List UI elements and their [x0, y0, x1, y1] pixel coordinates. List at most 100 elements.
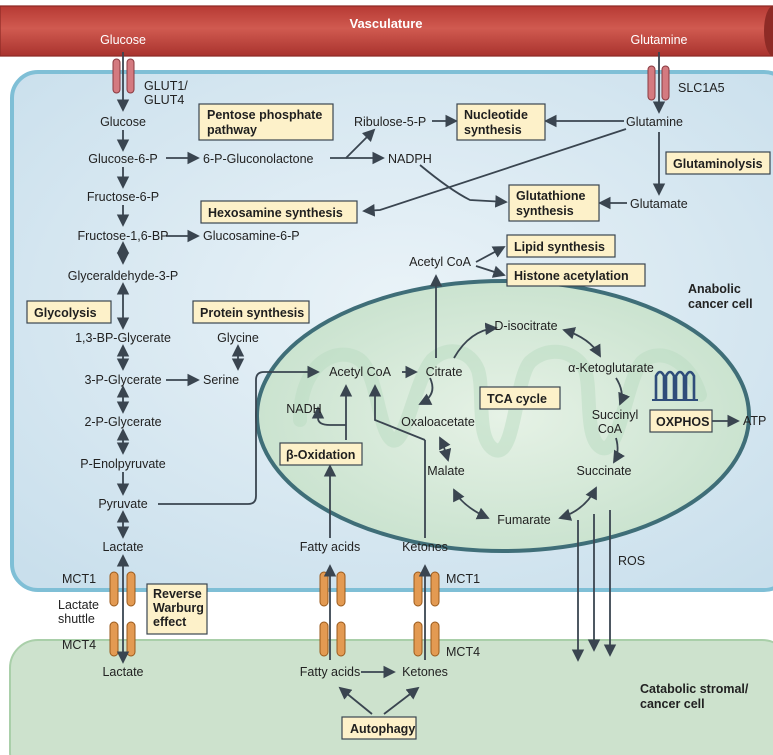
process-boxes: Pentose phosphate pathway Nucleotide syn…	[26, 103, 771, 740]
hexosamine-label: Hexosamine synthesis	[208, 206, 343, 220]
reverse-warburg-line2: Warburg	[153, 601, 204, 615]
ros-label: ROS	[618, 554, 645, 568]
glutaminolysis-label: Glutaminolysis	[673, 157, 763, 171]
anabolic-label-line1: Anabolic	[688, 282, 741, 296]
nucleotide-box: Nucleotide synthesis	[456, 103, 546, 141]
pep-label: P-Enolpyruvate	[80, 457, 166, 471]
ppp-line1: Pentose phosphate	[207, 108, 322, 122]
mct4-right-label: MCT4	[446, 645, 480, 659]
autophagy-label: Autophagy	[350, 722, 415, 736]
glut-label-line2: GLUT4	[144, 93, 184, 107]
glycine-label: Glycine	[217, 331, 259, 345]
protein-box: Protein synthesis	[192, 300, 310, 324]
glut-transporter	[112, 58, 135, 94]
catabolic-label-line1: Catabolic stromal/	[640, 682, 749, 696]
vessel-title: Vasculature	[350, 16, 423, 31]
lipid-label: Lipid synthesis	[514, 240, 605, 254]
mct1-transporter-right	[413, 571, 440, 607]
succinyl-label-line1: Succinyl	[592, 408, 639, 422]
ketones-in-label: Ketones	[402, 540, 448, 554]
citrate-label: Citrate	[426, 365, 463, 379]
oxphos-box: OXPHOS	[649, 409, 713, 433]
succinate-label: Succinate	[577, 464, 632, 478]
lactate-shuttle-line2: shuttle	[58, 612, 95, 626]
lipid-box: Lipid synthesis	[506, 234, 616, 258]
oxphos-label: OXPHOS	[656, 415, 710, 429]
ribulose-label: Ribulose-5-P	[354, 115, 426, 129]
ketones-out-label: Ketones	[402, 665, 448, 679]
succinyl-label-line2: CoA	[598, 422, 623, 436]
glutamine-vessel-label: Glutamine	[631, 33, 688, 47]
glycolysis-label: Glycolysis	[34, 306, 97, 320]
autophagy-box: Autophagy	[341, 716, 417, 740]
acetyl-coa-cyto-label: Acetyl CoA	[409, 255, 471, 269]
mct4-left-label: MCT4	[62, 638, 96, 652]
hexosamine-box: Hexosamine synthesis	[200, 200, 358, 224]
reverse-warburg-line1: Reverse	[153, 587, 202, 601]
glutaminolysis-box: Glutaminolysis	[665, 151, 771, 175]
glutathione-line2: synthesis	[516, 204, 574, 218]
fatty-acids-out-label: Fatty acids	[300, 665, 360, 679]
glucosamine-label: Glucosamine-6-P	[203, 229, 300, 243]
fatty-acids-in-label: Fatty acids	[300, 540, 360, 554]
protein-label: Protein synthesis	[200, 306, 304, 320]
2p-glycerate-label: 2-P-Glycerate	[84, 415, 161, 429]
reverse-warburg-box: Reverse Warburg effect	[146, 583, 208, 635]
oxaloacetate-label: Oxaloacetate	[401, 415, 475, 429]
3p-glycerate-label: 3-P-Glycerate	[84, 373, 161, 387]
acetyl-coa-mito-label: Acetyl CoA	[329, 365, 391, 379]
slc1a5-label: SLC1A5	[678, 81, 725, 95]
malate-label: Malate	[427, 464, 465, 478]
pathway-arrows	[116, 52, 740, 715]
glucose-6p-label: Glucose-6-P	[88, 152, 157, 166]
fructose-16bp-label: Fructose-1,6-BP	[77, 229, 168, 243]
vasculature: Vasculature Glucose Glutamine	[0, 5, 773, 57]
glutathione-line1: Glutathione	[516, 189, 585, 203]
bp-glycerate-label: 1,3-BP-Glycerate	[75, 331, 171, 345]
beta-ox-box: β-Oxidation	[279, 442, 363, 466]
gluconolactone-label: 6-P-Gluconolactone	[203, 152, 314, 166]
slc1a5-transporter	[647, 65, 670, 101]
isocitrate-label: D-isocitrate	[494, 319, 557, 333]
metabolite-labels: Glucose Glucose-6-P 6-P-Gluconolactone R…	[68, 115, 767, 679]
tca-box: TCA cycle	[479, 386, 561, 410]
pyruvate-label: Pyruvate	[98, 497, 147, 511]
glut-label-line1: GLUT1/	[144, 79, 188, 93]
glutamine-label: Glutamine	[626, 115, 683, 129]
mct1-left-label: MCT1	[62, 572, 96, 586]
anabolic-label-line2: cancer cell	[688, 297, 753, 311]
reverse-warburg-line3: effect	[153, 615, 187, 629]
fa-transporter-top	[319, 571, 346, 607]
glutamate-label: Glutamate	[630, 197, 688, 211]
nucleotide-line2: synthesis	[464, 123, 522, 137]
mct1-right-label: MCT1	[446, 572, 480, 586]
ppp-box: Pentose phosphate pathway	[198, 103, 334, 141]
nucleotide-line1: Nucleotide	[464, 108, 528, 122]
glyceraldehyde-label: Glyceraldehyde-3-P	[68, 269, 178, 283]
fumarate-label: Fumarate	[497, 513, 551, 527]
catabolic-cell: Catabolic stromal/ cancer cell	[9, 639, 773, 755]
glutathione-box: Glutathione synthesis	[508, 184, 600, 222]
fructose-6p-label: Fructose-6-P	[87, 190, 159, 204]
beta-ox-label: β-Oxidation	[286, 448, 355, 462]
ppp-line2: pathway	[207, 123, 257, 137]
nadph-label: NADPH	[388, 152, 432, 166]
oxphos-icon	[652, 370, 698, 401]
lactate-out-label: Lactate	[102, 665, 143, 679]
atp-label: ATP	[743, 414, 766, 428]
glycolysis-box: Glycolysis	[26, 300, 112, 324]
lactate-shuttle-line1: Lactate	[58, 598, 99, 612]
serine-label: Serine	[203, 373, 239, 387]
fa-transporter-bottom	[319, 621, 346, 657]
glucose-vessel-label: Glucose	[100, 33, 146, 47]
lactate-in-label: Lactate	[102, 540, 143, 554]
catabolic-label-line2: cancer cell	[640, 697, 705, 711]
tca-label: TCA cycle	[487, 392, 547, 406]
akg-label: α-Ketoglutarate	[568, 361, 654, 375]
histone-label: Histone acetylation	[514, 269, 629, 283]
mct4-transporter-right	[413, 621, 440, 657]
histone-box: Histone acetylation	[506, 263, 646, 287]
nadh-label: NADH	[286, 402, 321, 416]
glucose-label: Glucose	[100, 115, 146, 129]
